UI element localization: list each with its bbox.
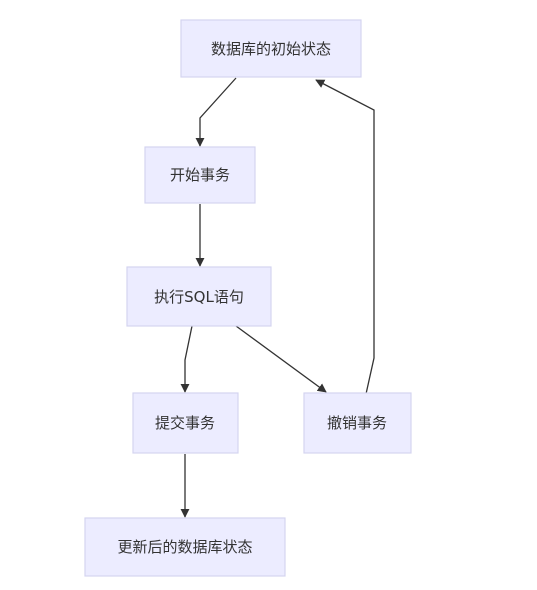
node-execute-sql-label: 执行SQL语句 [154, 288, 244, 306]
edge-initial-to-begin [195, 77, 237, 147]
node-begin-transaction[interactable]: 开始事务 [144, 146, 256, 204]
node-rollback-transaction[interactable]: 撤销事务 [303, 392, 412, 454]
node-commit-transaction-label: 提交事务 [155, 414, 215, 432]
node-execute-sql[interactable]: 执行SQL语句 [126, 266, 272, 327]
node-rollback-transaction-label: 撤销事务 [327, 414, 387, 432]
node-initial-state-label: 数据库的初始状态 [211, 40, 331, 58]
node-updated-state[interactable]: 更新后的数据库状态 [84, 517, 286, 577]
edge-execute-to-rollback [235, 325, 327, 393]
edge-rollback-to-initial [315, 79, 375, 395]
edge-execute-to-commit [180, 325, 193, 393]
node-updated-state-label: 更新后的数据库状态 [117, 538, 252, 556]
node-begin-transaction-label: 开始事务 [170, 166, 230, 184]
node-commit-transaction[interactable]: 提交事务 [132, 392, 239, 454]
node-initial-state[interactable]: 数据库的初始状态 [180, 19, 362, 78]
